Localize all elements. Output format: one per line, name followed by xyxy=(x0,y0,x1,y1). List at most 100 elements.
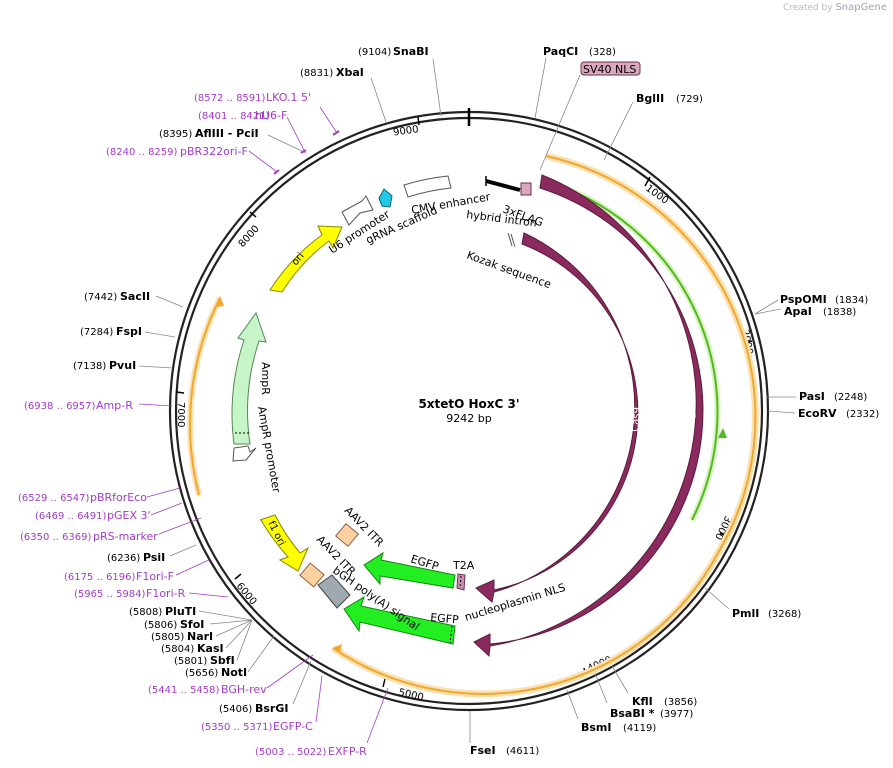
tick-1000-mark xyxy=(644,176,651,187)
site-paqci-pos: (328) xyxy=(589,47,616,58)
site-pmli-leader xyxy=(704,587,730,610)
site-apai: ApaI xyxy=(784,305,812,318)
site-nari-leader xyxy=(215,619,253,637)
primer-pbrforeco-leader xyxy=(146,487,181,498)
site-xbai: XbaI xyxy=(336,66,364,79)
site-bsabi: BsaBI * xyxy=(610,707,655,720)
site-paqci-leader xyxy=(534,57,547,119)
tick-7000: 7000 xyxy=(175,402,186,427)
primers: (8572 .. 8591) LKO.1 5' (8401 .. 8421) h… xyxy=(18,91,389,758)
site-pluti-pos: (5808) xyxy=(129,607,162,618)
site-noti-leader xyxy=(247,635,275,673)
site-kasi-pos: (5804) xyxy=(161,644,194,655)
site-sacii-pos: (7442) xyxy=(84,292,117,303)
aav2-itr-1-block xyxy=(335,523,359,547)
site-afliii: AflIII - PciI xyxy=(195,127,259,140)
primer-ampr-range: (6938 .. 6957) xyxy=(24,401,96,412)
ampr-promoter-label: AmpR promoter xyxy=(255,405,283,494)
site-sbfi-leader xyxy=(236,619,253,661)
site-snabi-leader xyxy=(432,58,442,117)
primer-egfpc-leader xyxy=(315,675,323,723)
site-bsmi: BsmI xyxy=(581,721,612,734)
cas9-inner-arrow xyxy=(475,232,639,603)
egfp-inner-arrow xyxy=(363,551,456,589)
primer-bghrev-range: (5441 .. 5458) xyxy=(148,685,220,696)
primer-pbr322-mark xyxy=(273,169,280,175)
primer-f1orif: F1ori-F xyxy=(136,570,174,583)
f1-ori-arrow xyxy=(259,514,310,572)
primer-ampr-leader xyxy=(138,403,173,407)
cas9-outer-arrow xyxy=(473,174,704,658)
site-psii-pos: (6236) xyxy=(107,553,140,564)
primer-prs-leader xyxy=(158,517,202,535)
kozak-label: Kozak sequence xyxy=(465,249,553,292)
site-pmli-pos: (3268) xyxy=(768,609,801,620)
egfp-outer-dash xyxy=(449,625,453,644)
site-nari-pos: (5805) xyxy=(151,632,184,643)
site-noti: NotI xyxy=(221,666,247,679)
restriction-sites: (9104) SnaBI (8831) XbaI (8395) AflIII -… xyxy=(73,45,879,757)
site-ecorv-leader xyxy=(767,410,796,414)
site-pluti-leader xyxy=(198,610,253,621)
primer-prs: pRS-marker xyxy=(93,530,158,543)
cas9-inner-feature: Cas9 xyxy=(475,232,643,603)
site-kfli-leader xyxy=(611,665,629,694)
site-sfoi-pos: (5806) xyxy=(144,620,177,631)
primer-lko1-leader xyxy=(319,106,338,134)
site-pvui-pos: (7138) xyxy=(73,361,106,372)
tick-8000-mark xyxy=(249,211,257,218)
primer-ampr: Amp-R xyxy=(96,399,133,412)
primer-f1orif-leader xyxy=(175,559,210,576)
orf-arc-outer-glow xyxy=(545,152,759,555)
site-noti-pos: (5656) xyxy=(185,668,218,679)
plasmid-name: 5xtetO HoxC 3' xyxy=(418,397,519,411)
primer-f1orir-leader xyxy=(188,592,229,598)
site-bsabi-leader xyxy=(594,672,608,704)
site-xbai-leader xyxy=(370,77,387,123)
ampr-promoter-arrow xyxy=(232,445,257,462)
orf-arc-left-head xyxy=(215,296,224,307)
tick-5000-mark xyxy=(382,678,386,688)
tick-9000-mark xyxy=(417,116,420,126)
kozak-mark-2 xyxy=(510,233,516,248)
site-fspi-leader xyxy=(144,331,176,338)
site-pspomi-pos: (1834) xyxy=(835,295,868,306)
primer-exfpr-leader xyxy=(366,687,389,744)
site-fspi-pos: (7284) xyxy=(80,327,113,338)
primer-egfpc: EGFP-C xyxy=(273,720,313,733)
egfp-features xyxy=(343,551,466,645)
site-pmli: PmlI xyxy=(732,607,759,620)
ori-arrow xyxy=(269,225,343,293)
site-apai-pos: (1838) xyxy=(823,307,856,318)
primer-f1orif-range: (6175 .. 6196) xyxy=(64,572,136,583)
site-pasi: PasI xyxy=(799,390,825,403)
site-fsei-pos: (4611) xyxy=(506,746,539,757)
primer-hu6f-mark xyxy=(300,149,307,154)
site-bsmi-pos: (4119) xyxy=(623,723,656,734)
site-ecorv: EcoRV xyxy=(798,407,837,420)
site-kfli: KflI xyxy=(632,695,653,708)
orf-arc-green xyxy=(540,179,719,521)
tick-9000: 9000 xyxy=(393,124,420,138)
cmv-enhancer-block xyxy=(403,175,452,198)
primer-prs-range: (6350 .. 6369) xyxy=(20,532,92,543)
site-bsrgi-leader xyxy=(292,660,312,705)
primer-pgex: pGEX 3' xyxy=(107,509,151,522)
site-pvui: PvuI xyxy=(109,359,136,372)
orf-arc-green-mid-head xyxy=(718,428,727,438)
site-sacii: SacII xyxy=(120,290,150,303)
ampr-arrow xyxy=(231,311,267,445)
site-sfoi: SfoI xyxy=(180,618,204,631)
site-fspi: FspI xyxy=(116,325,142,338)
primer-hu6f: hU6-F xyxy=(255,109,287,122)
site-fsei: FseI xyxy=(470,744,496,757)
site-pspomi: PspOMI xyxy=(780,293,827,306)
primer-hu6f-leader xyxy=(286,116,306,153)
ampr-label: AmpR xyxy=(259,362,272,395)
site-pvui-leader xyxy=(138,365,174,369)
site-xbai-pos: (8831) xyxy=(300,68,333,79)
primer-f1orir-range: (5965 .. 5984) xyxy=(74,589,146,600)
tick-6000-mark xyxy=(234,573,242,580)
sv40-nls-tag xyxy=(580,61,641,76)
primer-exfpr: EXFP-R xyxy=(328,745,367,758)
